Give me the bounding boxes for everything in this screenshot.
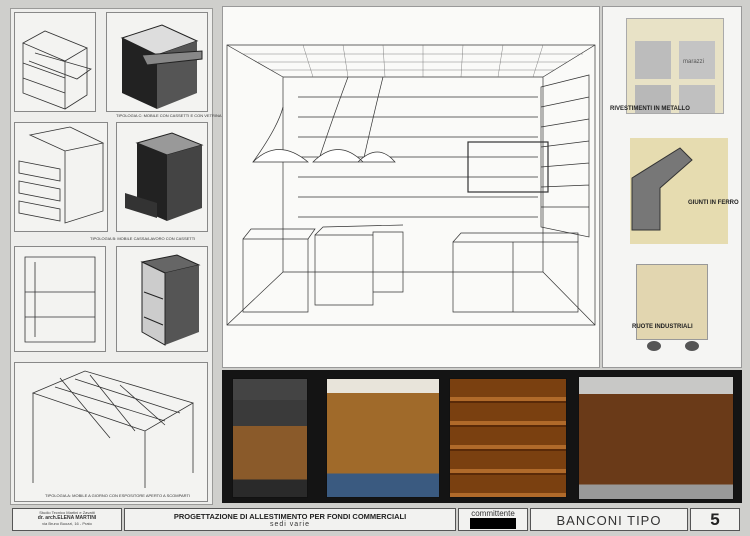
sketch-type-b-open [14, 122, 108, 232]
caption-type-b: Tipologia B: mobile cassa/lavoro con cas… [90, 236, 196, 241]
sheet-title-block: BANCONI TIPO [530, 508, 688, 531]
iron-joint-swatch [630, 138, 728, 244]
photo-wood-planks [449, 378, 567, 498]
sheet-number-block: 5 [690, 508, 740, 531]
sheet-number: 5 [710, 510, 720, 529]
architect-name: dr. arch.ELENA MARTINI [37, 515, 97, 521]
photo-metal-cabinet [232, 378, 308, 498]
studio-address: via Bruno Buozzi, 16 - Prato [42, 521, 92, 526]
wheels-swatch [636, 264, 708, 351]
studio-name: Studio Tecnico Martini e Zavatti [39, 510, 95, 515]
caption-type-a: Tipologia A: mobile a giorno con esposit… [45, 493, 191, 498]
perspective-drawing [222, 6, 600, 368]
caption-type-c: Tipologia C: mobile con cassetti e con v… [116, 113, 222, 118]
photo-wood-dresser [578, 376, 734, 500]
studio-block: Studio Tecnico Martini e Zavatti dr. arc… [12, 508, 122, 531]
label-industrial-wheels: RUOTE INDUSTRIALI [632, 324, 693, 330]
render-type-a [116, 246, 208, 352]
label-metal-cladding: RIVESTIMENTI IN METALLO [610, 106, 690, 112]
metal-panel-swatch: marazzi [626, 18, 724, 114]
sheet-title: BANCONI TIPO [556, 513, 662, 528]
client-redacted [470, 518, 516, 529]
sketch-type-c-open [14, 12, 96, 112]
render-type-b [116, 122, 208, 232]
sketch-type-a-shelf [14, 246, 106, 352]
client-block: committente [458, 508, 528, 531]
panel-brand: marazzi [683, 59, 705, 65]
client-label: committente [471, 509, 515, 518]
project-subtitle: sedi varie [270, 521, 310, 528]
project-block: PROGETTAZIONE DI ALLESTIMENTO PER FONDI … [124, 508, 456, 531]
project-title: PROGETTAZIONE DI ALLESTIMENTO PER FONDI … [173, 512, 407, 521]
label-iron-joints: GIUNTI IN FERRO [688, 200, 739, 206]
render-type-c [106, 12, 208, 112]
photo-wood-drawers [326, 378, 440, 498]
sketch-type-a-display [14, 362, 208, 502]
